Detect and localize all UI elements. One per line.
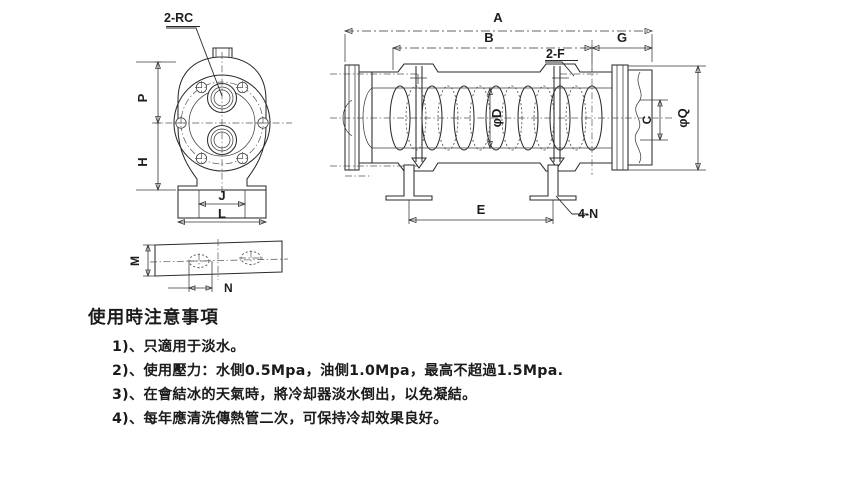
- rc-callout-leader: [166, 26, 223, 97]
- notes-heading: 使用時注意事項: [88, 308, 219, 328]
- dim-e-group: [407, 200, 555, 224]
- note-item-1: 1)、只適用于淡水。: [112, 339, 245, 355]
- dim-g-label: G: [617, 30, 627, 45]
- shell-body: [342, 63, 653, 172]
- dim-e-label: E: [477, 202, 486, 217]
- dim-p-group: [136, 60, 176, 125]
- dim-j-group: [197, 201, 247, 207]
- dim-phiq-group: [628, 64, 706, 172]
- note-item-4: 4)、每年應清洗傳熱管二次，可保持冷却效果良好。: [112, 411, 448, 427]
- end-view-group: 2-RC P H J: [135, 11, 292, 225]
- callout-2f-label: 2-F: [546, 47, 565, 61]
- left-head: [358, 71, 373, 164]
- left-flange: [344, 64, 360, 171]
- note-item-2: 2)、使用壓力：水側0.5Mpa，油側1.0Mpa，最高不超過1.5Mpa.: [112, 363, 564, 379]
- dim-phi-q-label: φQ: [675, 108, 690, 127]
- dim-m-group: [143, 243, 157, 278]
- dim-h-group: [136, 123, 176, 192]
- drawing-area: 2-RC P H J: [128, 10, 706, 295]
- dim-phid-group: [487, 86, 493, 150]
- dim-a-group: [343, 27, 654, 62]
- base-plate-centerline: [149, 258, 289, 263]
- dim-phi-d-label: φD: [489, 109, 504, 128]
- dim-b-label: B: [484, 30, 493, 45]
- technical-drawing-svg: 2-RC P H J: [128, 10, 706, 295]
- dim-n-group: [168, 261, 214, 292]
- dim-c-group: [640, 98, 668, 142]
- callout-2f-leader: [545, 60, 578, 77]
- base-plate-view-group: M N: [128, 239, 289, 295]
- bolt-holes: [174, 81, 270, 165]
- base-plate-outline: [154, 240, 283, 277]
- end-view-top-stub: [212, 47, 233, 57]
- dim-l-label: L: [218, 206, 226, 221]
- right-head: [627, 69, 653, 166]
- dim-l-group: [176, 219, 268, 225]
- dim-m-label: M: [128, 256, 142, 266]
- callout-4n-leader: [555, 195, 588, 215]
- callout-2rc-label: 2-RC: [164, 11, 193, 25]
- dim-n-label: N: [224, 281, 233, 295]
- section-view-group: A B G 2-F: [330, 10, 706, 224]
- dim-a-label: A: [493, 10, 503, 25]
- tie-rods: [410, 66, 566, 169]
- note-item-3: 3)、在會結冰的天氣時，將冷却器淡水倒出，以免凝結。: [112, 387, 477, 403]
- usage-notes-section: 使用時注意事項 1)、只適用于淡水。 2)、使用壓力：水側0.5Mpa，油側1.…: [0, 296, 850, 480]
- mounting-feet: [385, 164, 577, 201]
- right-flange: [611, 64, 629, 171]
- callout-4n-label: 4-N: [578, 207, 598, 221]
- dim-c-label: C: [640, 115, 654, 124]
- dim-p-label: P: [135, 93, 150, 102]
- dim-j-label: J: [218, 188, 225, 203]
- dim-h-label: H: [135, 157, 150, 166]
